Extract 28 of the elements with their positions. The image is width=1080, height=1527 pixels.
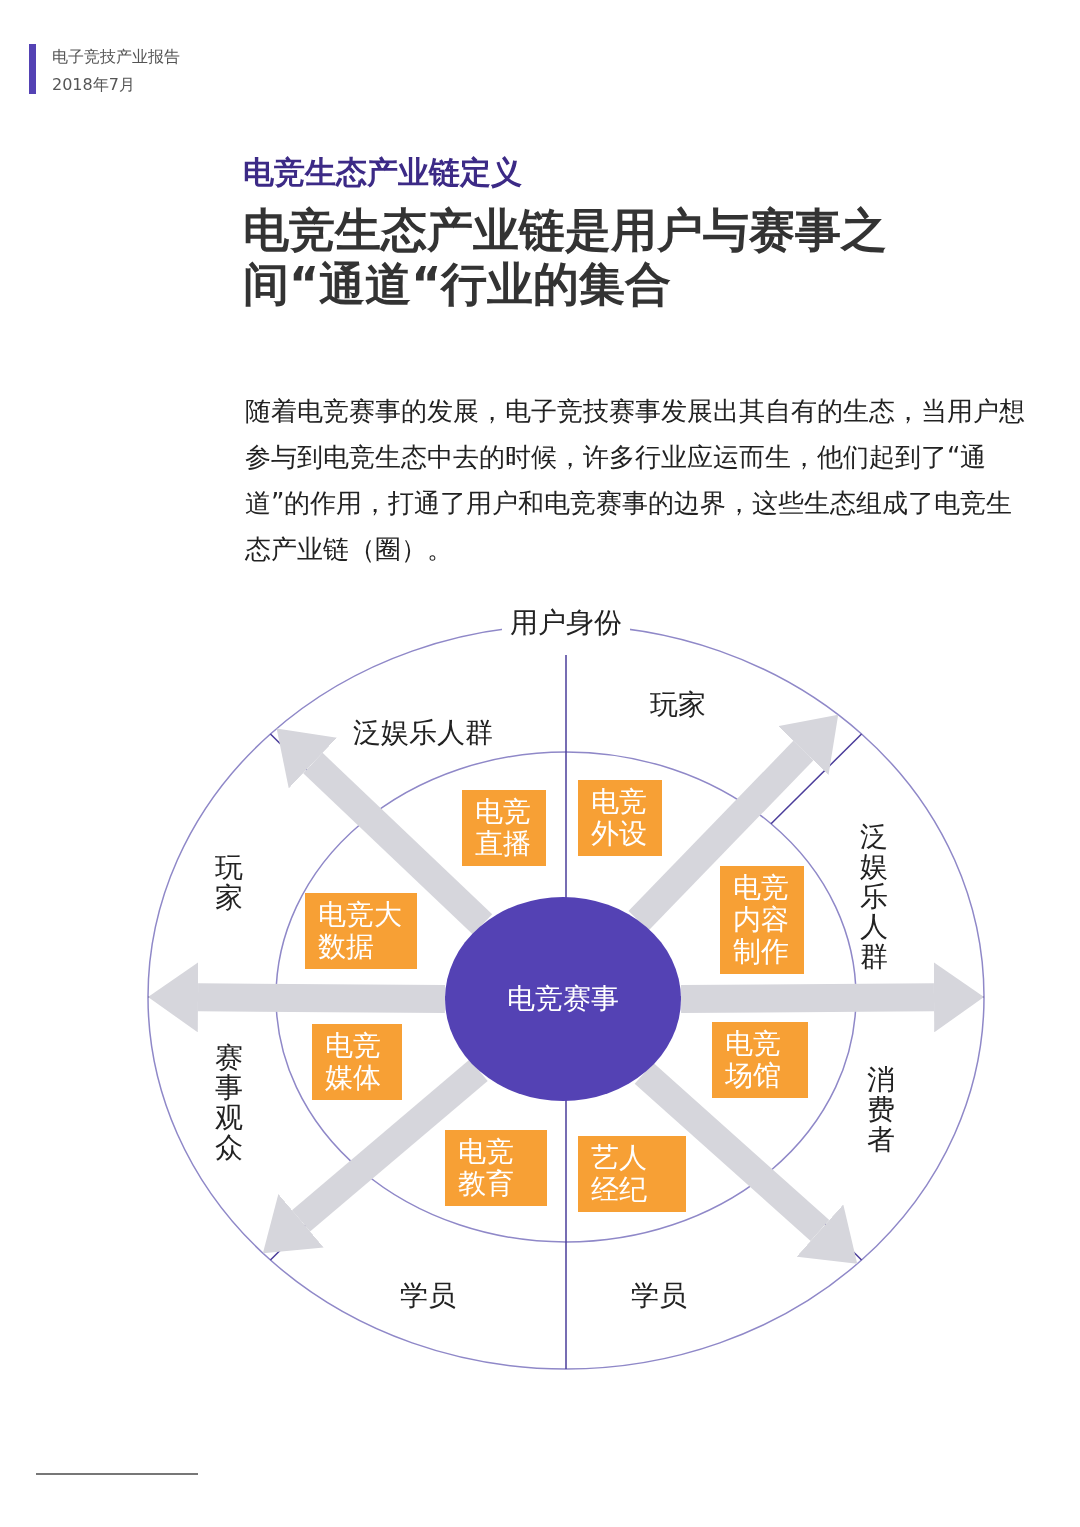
arrow xyxy=(628,714,839,931)
body-text: 随着电竞赛事的发展，电子竞技赛事发展出其自有的生态，当用户想参与到电竞生态中去的时候，许多行业应运而生，他们起到了“通道”的作用，打通了用户和电竞赛事的边界，这些生态组成了电竞生态产业链（圈）。 xyxy=(245,395,1026,566)
segment-label: 学员 xyxy=(400,1281,456,1311)
industry-box: 电竞大数据 xyxy=(305,893,417,969)
industry-box: 电竞场馆 xyxy=(712,1022,808,1098)
section-heading: 电竞生态产业链定义 xyxy=(243,153,522,192)
arrow xyxy=(262,1059,488,1254)
industry-box: 电竞内容制作 xyxy=(720,866,804,974)
arrow xyxy=(680,962,984,1033)
report-date: 2018年7月 xyxy=(52,75,135,96)
segment-label: 玩家 xyxy=(215,853,244,913)
industry-box: 电竞直播 xyxy=(462,790,546,866)
arrow xyxy=(276,728,493,935)
segment-label: 泛娱乐人群 xyxy=(860,822,889,972)
segment-label: 消费者 xyxy=(867,1065,896,1155)
industry-box: 电竞教育 xyxy=(445,1130,547,1206)
industry-box: 电竞外设 xyxy=(578,780,662,856)
industry-box: 电竞媒体 xyxy=(312,1024,402,1100)
event-circle: 电竞赛事 xyxy=(445,897,681,1101)
arrow xyxy=(148,962,446,1033)
segment-label: 学员 xyxy=(631,1281,687,1311)
arrow xyxy=(634,1062,858,1264)
industry-box: 艺人经纪 xyxy=(578,1136,686,1212)
segment-label: 玩家 xyxy=(650,690,706,720)
page-title: 电竞生态产业链是用户与赛事之间“通道“行业的集合 xyxy=(243,203,888,311)
report-name: 电子竞技产业报告 xyxy=(52,47,180,68)
segment-label: 泛娱乐人群 xyxy=(353,718,493,748)
segment-label: 赛事观众 xyxy=(215,1043,244,1163)
